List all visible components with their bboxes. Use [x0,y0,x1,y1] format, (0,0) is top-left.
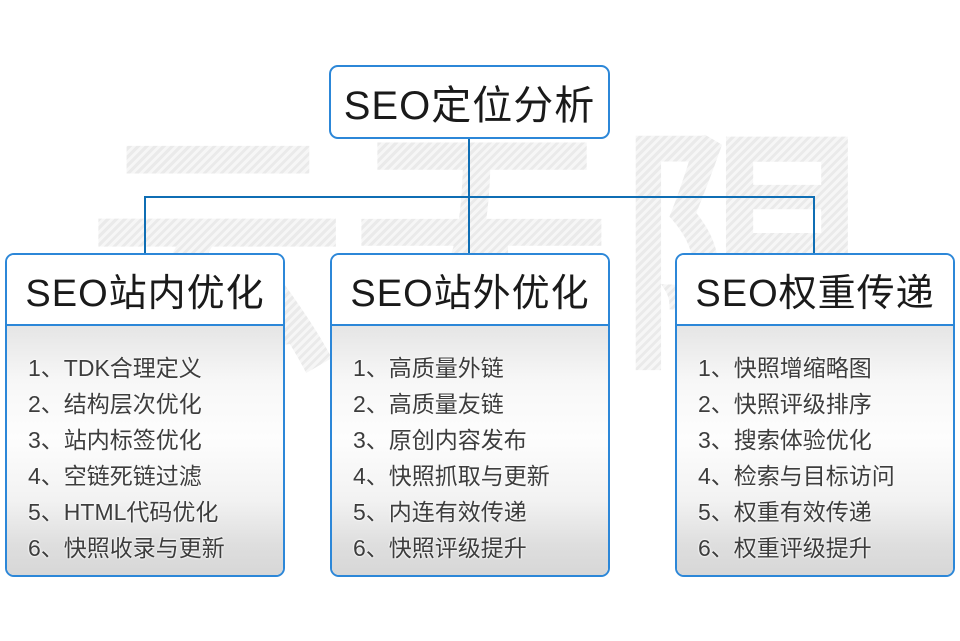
list-item: 4、空链死链过滤 [28,463,202,489]
root-node-title: SEO定位分析 [343,84,596,128]
root-node-seo-positioning: SEO定位分析 [329,65,610,139]
list-item: 5、内连有效传递 [353,499,527,525]
list-item: 5、权重有效传递 [698,499,872,525]
column-onsite-list: 1、TDK合理定义 2、结构层次优化 3、站内标签优化 4、空链死链过滤 5、H… [7,326,283,575]
list-item: 4、检索与目标访问 [698,463,895,489]
column-onsite-title: SEO站内优化 [25,273,265,315]
list-item: 2、高质量友链 [353,391,504,417]
list-item: 6、权重评级提升 [698,535,872,561]
column-onsite-header: SEO站内优化 [7,255,283,326]
list-item: 3、站内标签优化 [28,427,202,453]
list-item: 1、TDK合理定义 [28,355,202,381]
list-item: 3、原创内容发布 [353,427,527,453]
column-offsite-title: SEO站外优化 [350,273,590,315]
list-item: 2、结构层次优化 [28,391,202,417]
column-weight-list: 1、快照增缩略图 2、快照评级排序 3、搜索体验优化 4、检索与目标访问 5、权… [677,326,953,575]
connector-drop-weight [813,196,815,254]
connector-root-vertical [468,139,470,198]
list-item: 5、HTML代码优化 [28,499,219,525]
column-weight-header: SEO权重传递 [677,255,953,326]
connector-drop-offsite [468,196,470,254]
column-offsite-header: SEO站外优化 [332,255,608,326]
column-weight-transfer: SEO权重传递 1、快照增缩略图 2、快照评级排序 3、搜索体验优化 4、检索与… [675,253,955,577]
list-item: 2、快照评级排序 [698,391,872,417]
list-item: 4、快照抓取与更新 [353,463,550,489]
connector-horizontal [144,196,815,198]
column-offsite-optimization: SEO站外优化 1、高质量外链 2、高质量友链 3、原创内容发布 4、快照抓取与… [330,253,610,577]
list-item: 6、快照评级提升 [353,535,527,561]
column-weight-title: SEO权重传递 [695,273,935,315]
connector-drop-onsite [144,196,146,254]
column-offsite-list: 1、高质量外链 2、高质量友链 3、原创内容发布 4、快照抓取与更新 5、内连有… [332,326,608,575]
list-item: 6、快照收录与更新 [28,535,225,561]
list-item: 1、快照增缩略图 [698,355,872,381]
list-item: 3、搜索体验优化 [698,427,872,453]
column-onsite-optimization: SEO站内优化 1、TDK合理定义 2、结构层次优化 3、站内标签优化 4、空链… [5,253,285,577]
list-item: 1、高质量外链 [353,355,504,381]
